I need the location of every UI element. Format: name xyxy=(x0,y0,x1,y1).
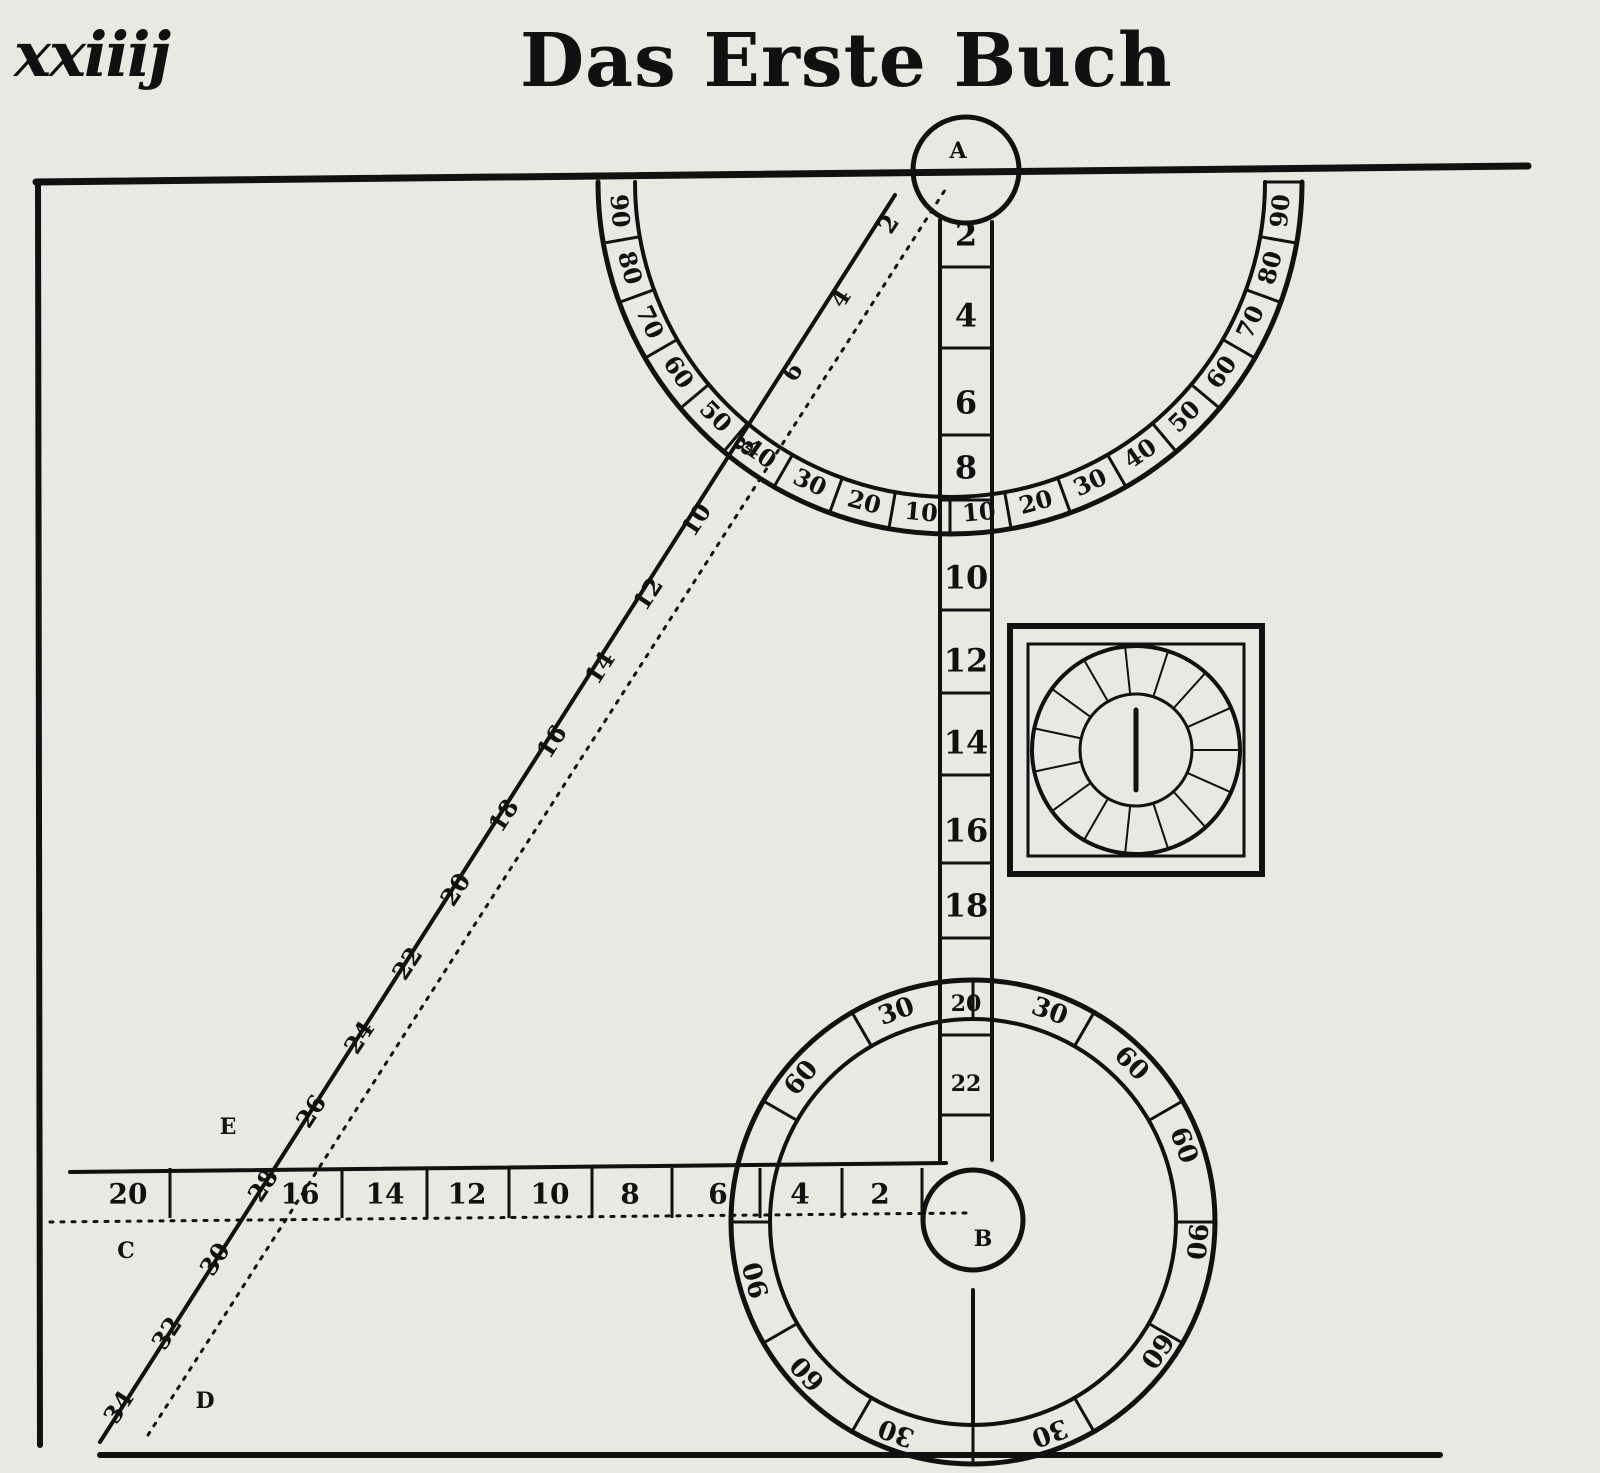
horizontal-ruler-label: 14 xyxy=(366,1178,405,1211)
upper-arc-tick xyxy=(772,454,794,488)
sundial-hour-line xyxy=(1152,650,1170,698)
sundial-frame-outer xyxy=(1007,623,1265,877)
horizontal-ruler-top-edge xyxy=(68,1161,948,1174)
lower-circle-tick xyxy=(762,1322,798,1345)
page-title: Das Erste Buch xyxy=(520,18,1173,104)
vertical-ruler-label: 14 xyxy=(944,724,989,762)
lower-circle-tick xyxy=(850,1011,873,1047)
sundial-hour-line xyxy=(1186,771,1232,794)
vertical-ruler-label: 16 xyxy=(944,812,989,850)
sundial-hour-line xyxy=(1083,659,1109,703)
sundial-hour-lines xyxy=(1034,646,1240,854)
point-label-d: D xyxy=(195,1388,214,1414)
horizontal-ruler-label: 12 xyxy=(448,1178,487,1211)
sundial-hour-line xyxy=(1051,688,1092,718)
folio-number: xxiiij xyxy=(14,18,171,91)
upper-arc-right-label: 10 xyxy=(961,496,997,528)
lower-circle-tick xyxy=(1073,1397,1096,1433)
upper-arc-outer xyxy=(595,179,1305,537)
horizontal-ruler-label: 8 xyxy=(620,1178,639,1211)
lower-circle-tick xyxy=(1148,1322,1184,1345)
lower-circle-bottom-left-label: 60 xyxy=(785,1350,832,1397)
sundial-hour-line xyxy=(1172,672,1207,710)
upper-arc-tick xyxy=(679,383,710,410)
upper-arc-tick xyxy=(828,477,844,514)
horizontal-ruler-label: 16 xyxy=(281,1178,320,1211)
diagonal-ruler-label: 22 xyxy=(386,941,429,985)
vertical-ruler-label: 10 xyxy=(944,559,989,597)
upper-arc-tick xyxy=(1003,491,1013,529)
upper-arc-tick xyxy=(1056,477,1072,514)
pivot-circle-a xyxy=(910,114,1022,226)
upper-arc-tick xyxy=(1190,383,1221,410)
upper-arc-left-label: 10 xyxy=(903,496,939,528)
lower-circle-tick xyxy=(762,1099,798,1122)
sundial-hour-line xyxy=(1152,802,1170,850)
frame-top-line xyxy=(32,162,1532,186)
frame-left-line xyxy=(35,179,43,1448)
diagonal-ruler-left-edge xyxy=(98,193,897,1444)
upper-arc-tick xyxy=(1106,454,1128,488)
diagonal-ruler-label: 4 xyxy=(823,283,856,313)
lower-circle-tick xyxy=(1148,1099,1184,1122)
upper-arc-tick xyxy=(1151,422,1178,453)
lower-circle-top-right-label: 60 xyxy=(1108,1040,1155,1087)
pivot-circle-b xyxy=(920,1167,1026,1273)
diagonal-ruler-label: 10 xyxy=(675,498,718,542)
horizontal-ruler-label: 4 xyxy=(790,1178,809,1211)
ruler-division-ticks xyxy=(168,265,992,1218)
vertical-ruler-label: 2 xyxy=(955,216,977,254)
sundial-hour-line xyxy=(1083,797,1109,841)
sundial-hour-line xyxy=(1124,646,1132,695)
vertical-ruler-label: 8 xyxy=(955,449,977,487)
sundial-hour-line xyxy=(1034,760,1082,773)
diagonal-ruler-label: 26 xyxy=(290,1089,333,1133)
point-label-c: C xyxy=(117,1238,135,1264)
upper-arc-tick xyxy=(887,491,897,529)
upper-arc-tick xyxy=(1222,338,1256,360)
sundial-hour-line xyxy=(1124,805,1132,854)
sundial-hour-line xyxy=(1034,727,1082,740)
upper-arc-tick xyxy=(1259,235,1297,245)
diagonal-ruler-label: 30 xyxy=(193,1237,236,1281)
diagonal-dotted-edge xyxy=(146,188,947,1437)
upper-arc-right-label: 90 xyxy=(1264,193,1296,229)
lower-circle-tick xyxy=(850,1397,873,1433)
upper-arc-tick xyxy=(722,422,749,453)
vertical-ruler-label: 4 xyxy=(955,297,977,335)
lower-circle-tick xyxy=(1073,1011,1096,1047)
upper-arc-tick xyxy=(618,288,655,304)
upper-arc-tick xyxy=(603,235,641,245)
point-label-a: A xyxy=(948,138,967,164)
horizontal-ruler-label: 2 xyxy=(870,1178,889,1211)
diagonal-ruler-label: 6 xyxy=(775,357,808,387)
horizontal-dotted-line xyxy=(48,1211,968,1224)
vertical-ruler-label: 12 xyxy=(944,642,989,680)
point-label-b: B xyxy=(974,1226,993,1252)
sundial-hour-line xyxy=(1186,706,1232,729)
point-label-e: E xyxy=(220,1114,237,1140)
lower-circle-top-right-label: 90 xyxy=(1180,1222,1213,1261)
upper-arc-inner xyxy=(633,180,1267,499)
horizontal-ruler-label: 10 xyxy=(531,1178,570,1211)
upper-arc-tick xyxy=(644,338,678,360)
vertical-ruler-label: 18 xyxy=(944,887,989,925)
arc-division-ticks xyxy=(603,180,1302,1464)
vertical-ruler-label: 6 xyxy=(955,384,977,422)
vertical-ruler-label: 22 xyxy=(951,1071,982,1097)
vertical-ruler-label: 20 xyxy=(951,991,982,1017)
upper-arc-left-label: 90 xyxy=(604,193,636,229)
sundial-hour-line xyxy=(1172,790,1207,828)
upper-arc-tick xyxy=(1245,288,1282,304)
horizontal-ruler-label: 20 xyxy=(109,1178,148,1211)
sundial-hour-line xyxy=(1051,782,1092,812)
diagonal-ruler-label: 24 xyxy=(338,1015,381,1059)
diagonal-ruler-label: 2 xyxy=(872,209,905,239)
horizontal-ruler-label: 6 xyxy=(708,1178,727,1211)
